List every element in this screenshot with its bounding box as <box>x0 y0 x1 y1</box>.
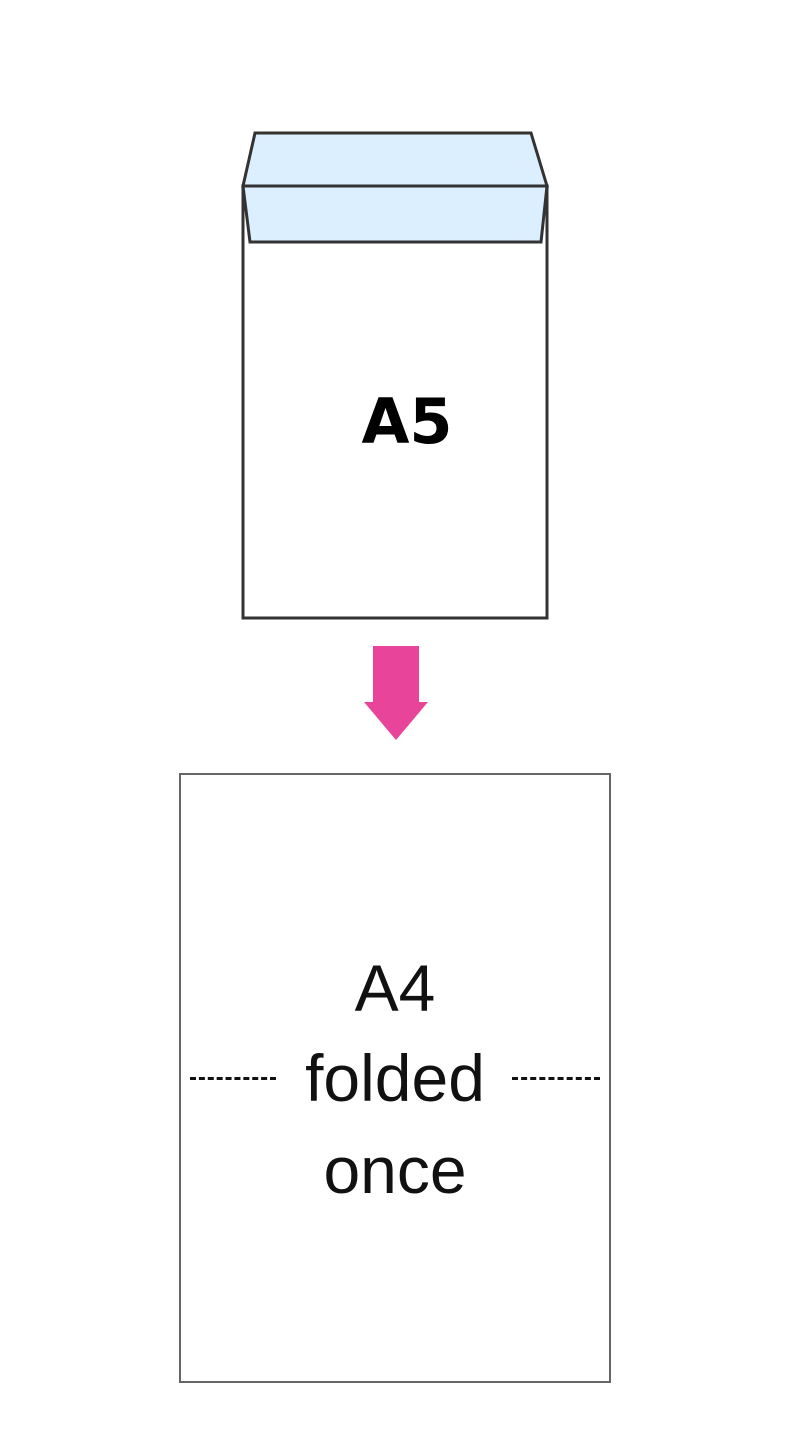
envelope-flap <box>241 131 550 188</box>
fold-line-left <box>190 1077 276 1080</box>
envelope-body <box>241 184 549 620</box>
sheet-fold-label: folded <box>305 1041 485 1115</box>
envelope-size-label: A5 <box>361 385 453 458</box>
sheet-fold-suffix: once <box>323 1133 467 1207</box>
arrow-down-icon <box>364 646 428 740</box>
fold-line-right <box>512 1077 600 1080</box>
sheet-size-label: A4 <box>354 951 436 1025</box>
envelope-seal-strip <box>241 184 549 244</box>
